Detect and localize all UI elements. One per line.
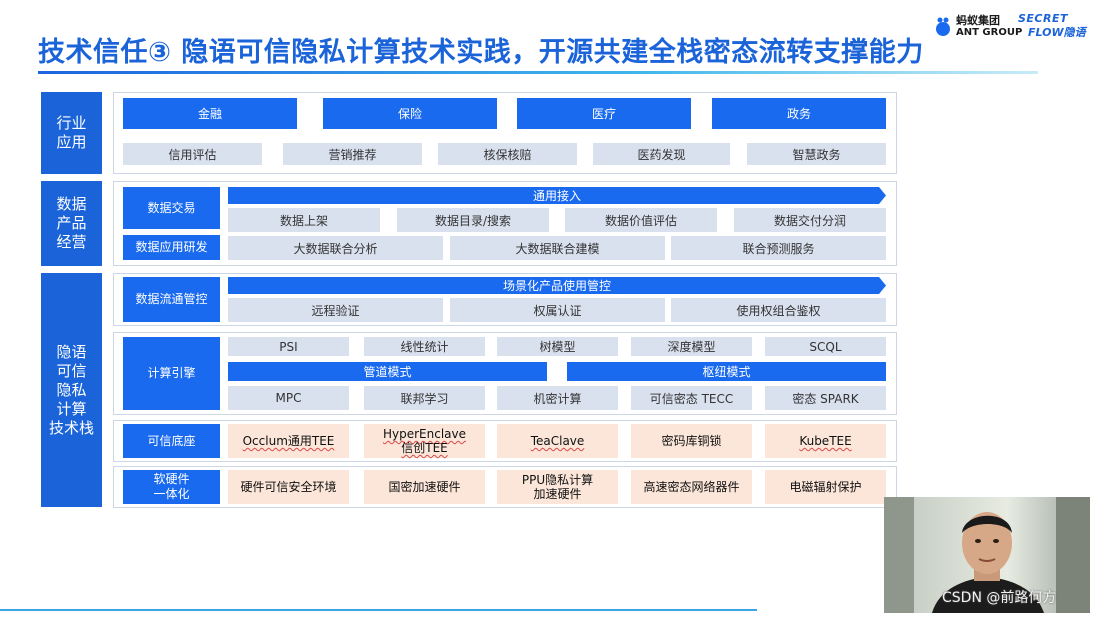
flow-control-item: 使用权组合鉴权	[671, 298, 886, 322]
scenario-box: 核保核赔	[438, 143, 577, 165]
trusted-base-item-text: 密码库铜锁	[661, 434, 722, 448]
presenter-video: CSDN @前路何方	[884, 497, 1090, 613]
trade-item: 数据交付分润	[734, 208, 886, 232]
layer-label-data-product-text: 数据 产品 经营	[56, 195, 87, 251]
hw-sw-label: 软硬件 一体化	[123, 470, 220, 504]
layer-label-stack: 隐语 可信 隐私 计算 技术栈	[41, 273, 102, 507]
trade-item: 数据上架	[228, 208, 380, 232]
hub-mode-bar: 枢纽模式	[567, 362, 886, 381]
bottom-accent-line	[0, 609, 757, 611]
trusted-base-item-text: HyperEnclave 信创TEE	[382, 427, 466, 455]
engine-top-item: 线性统计	[364, 337, 485, 356]
hw-sw-item: 国密加速硬件	[364, 470, 485, 504]
layer-label-industry: 行业 应用	[41, 92, 102, 174]
secretflow-logo: SECRET FLOW隐语	[1018, 12, 1094, 40]
sector-box: 医疗	[517, 98, 691, 129]
hw-sw-item: 电磁辐射保护	[765, 470, 886, 504]
scenario-box: 智慧政务	[747, 143, 886, 165]
secretflow-logo-bottom: FLOW隐语	[1028, 26, 1086, 39]
trusted-base-item-text: Occlum通用TEE	[242, 434, 335, 448]
app-item: 大数据联合建模	[450, 236, 665, 260]
layer-label-industry-text: 行业 应用	[56, 114, 87, 151]
engine-bottom-item: MPC	[228, 386, 349, 410]
engine-bottom-item: 机密计算	[497, 386, 618, 410]
scenario-control-bar: 场景化产品使用管控	[228, 277, 886, 294]
trade-item: 数据价值评估	[565, 208, 717, 232]
trusted-base-item: HyperEnclave 信创TEE	[364, 424, 485, 458]
trusted-base-item-text: TeaClave	[530, 434, 585, 448]
csdn-watermark: CSDN @前路何方	[942, 590, 1057, 606]
ant-logo-icon	[936, 17, 950, 36]
hw-sw-item: 硬件可信安全环境	[228, 470, 349, 504]
ant-logo-text-cn: 蚂蚁集团	[956, 14, 1000, 27]
engine-bottom-item: 可信密态 TECC	[631, 386, 752, 410]
data-app-label: 数据应用研发	[123, 235, 220, 260]
engine-top-item: SCQL	[765, 337, 886, 356]
data-trade-label: 数据交易	[123, 187, 220, 229]
engine-top-item: 树模型	[497, 337, 618, 356]
layer-label-stack-text: 隐语 可信 隐私 计算 技术栈	[48, 342, 94, 437]
hw-sw-item: 高速密态网络器件	[631, 470, 752, 504]
engine-bottom-item: 联邦学习	[364, 386, 485, 410]
trusted-base-label: 可信底座	[123, 424, 220, 458]
sector-box: 金融	[123, 98, 297, 129]
general-access-bar: 通用接入	[228, 187, 886, 204]
trusted-base-item: TeaClave	[497, 424, 618, 458]
app-item: 大数据联合分析	[228, 236, 443, 260]
slide-title: 技术信任③ 隐语可信隐私计算技术实践，开源共建全栈密态流转支撑能力	[38, 37, 924, 68]
ant-group-logo: 蚂蚁集团 ANT GROUP	[934, 8, 1024, 42]
pipeline-mode-bar: 管道模式	[228, 362, 547, 381]
title-underline	[38, 71, 1038, 74]
engine-bottom-item: 密态 SPARK	[765, 386, 886, 410]
trade-item: 数据目录/搜索	[397, 208, 549, 232]
hw-sw-item: PPU隐私计算 加速硬件	[497, 470, 618, 504]
scenario-box: 信用评估	[123, 143, 262, 165]
engine-top-item: PSI	[228, 337, 349, 356]
sector-box: 保险	[323, 98, 497, 129]
trusted-base-item: 密码库铜锁	[631, 424, 752, 458]
flow-control-item: 远程验证	[228, 298, 443, 322]
scenario-box: 医药发现	[593, 143, 730, 165]
layer-label-data-product: 数据 产品 经营	[41, 181, 102, 266]
engine-top-item: 深度模型	[631, 337, 752, 356]
trusted-base-item-text: KubeTEE	[799, 434, 852, 448]
compute-engine-label: 计算引擎	[123, 337, 220, 410]
app-item: 联合预测服务	[671, 236, 886, 260]
scenario-box: 营销推荐	[283, 143, 422, 165]
presenter-figure-icon	[884, 497, 1090, 613]
sector-box: 政务	[712, 98, 886, 129]
ant-logo-text-en: ANT GROUP	[956, 27, 1023, 38]
trusted-base-item: KubeTEE	[765, 424, 886, 458]
trusted-base-item: Occlum通用TEE	[228, 424, 349, 458]
secretflow-logo-top: SECRET	[1018, 12, 1068, 25]
flow-control-label: 数据流通管控	[123, 277, 220, 322]
flow-control-item: 权属认证	[450, 298, 665, 322]
